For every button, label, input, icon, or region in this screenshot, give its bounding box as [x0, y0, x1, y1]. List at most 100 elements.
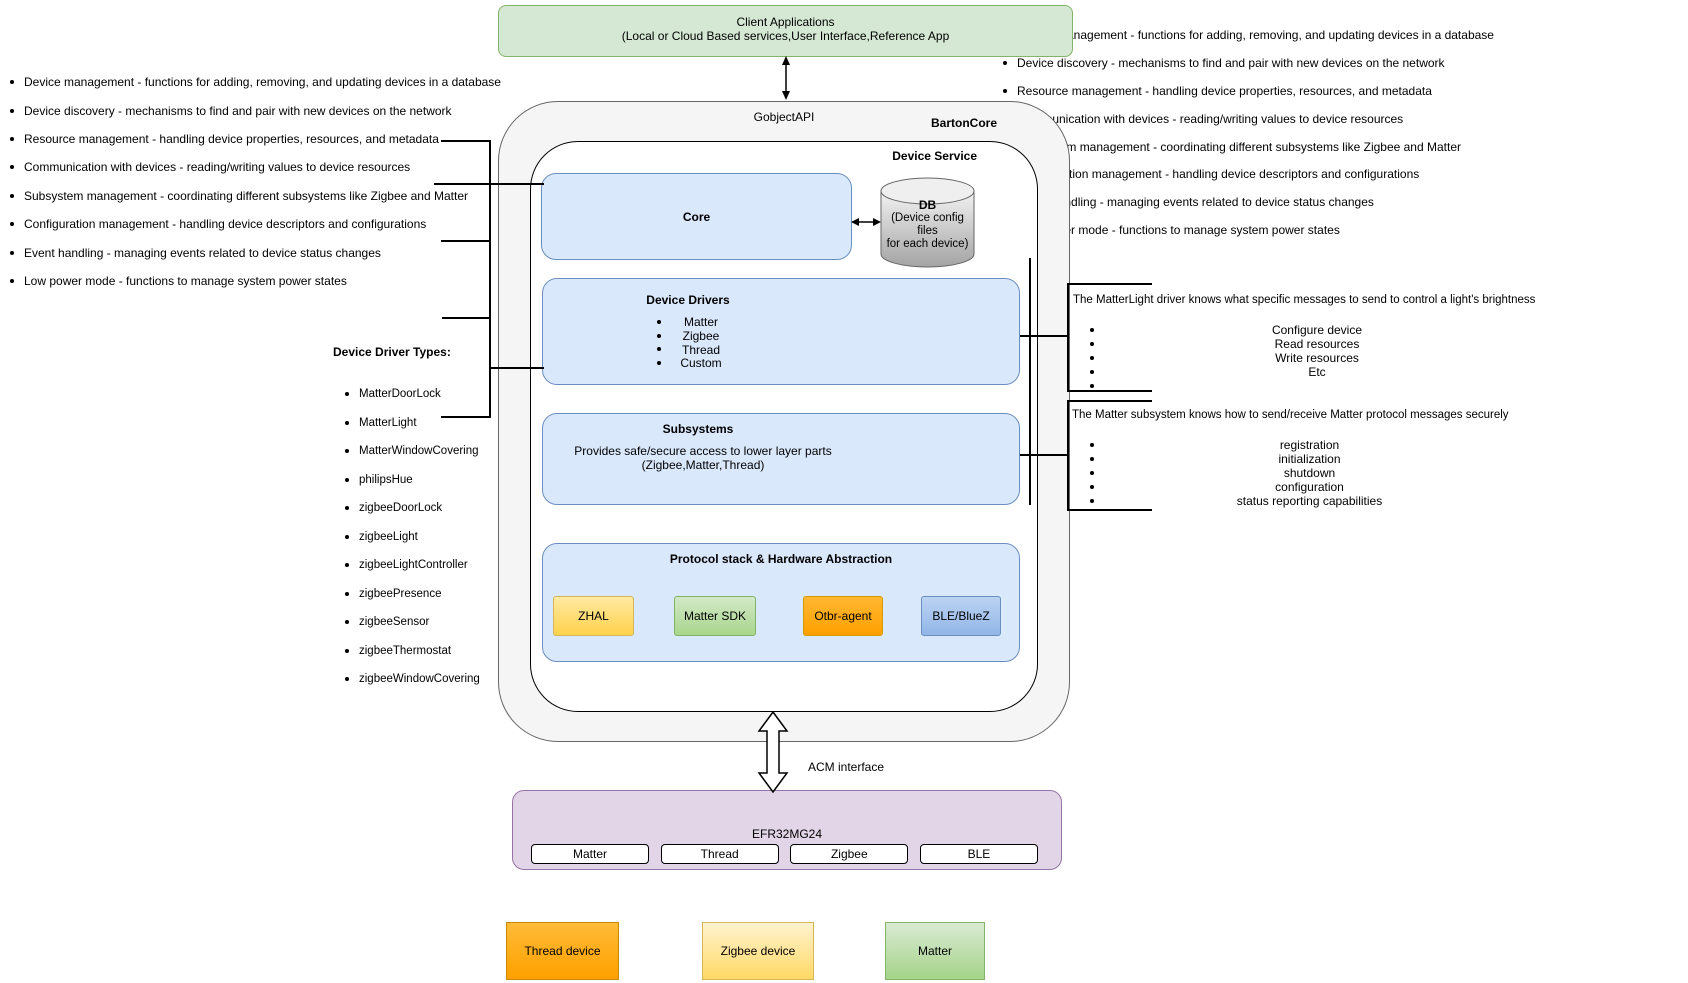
annotation-item: status reporting capabilities [1090, 494, 1525, 508]
subsystem-annotation-text: The Matter subsystem knows how to send/r… [1072, 409, 1509, 421]
driver-item: Matter [657, 315, 741, 329]
driver-type-item: MatterDoorLock [345, 380, 480, 409]
bullet-icon [345, 477, 349, 482]
bullet-icon [657, 333, 661, 338]
feature-text: Device discovery - mechanisms to find an… [24, 103, 452, 118]
connector-line [441, 140, 491, 142]
feature-item: Configuration management - handling devi… [1003, 160, 1494, 188]
feature-item: Communication with devices - reading/wri… [10, 153, 501, 181]
acm-interface-label: ACM interface [808, 760, 885, 774]
feature-item: Device management - functions for adding… [1003, 21, 1494, 49]
driver-type-text: MatterWindowCovering [359, 445, 479, 458]
connector-line [1067, 509, 1152, 511]
bullet-icon [1090, 471, 1094, 475]
annotation-text: registration [1279, 438, 1340, 452]
bullet-icon [1003, 60, 1007, 65]
driver-type-text: philipsHue [359, 473, 413, 486]
feature-item: Configuration management - handling devi… [10, 210, 501, 238]
driver-type-text: zigbeeLightController [359, 559, 468, 572]
feature-text: Configuration management - handling devi… [24, 217, 427, 232]
bullet-icon [345, 563, 349, 568]
feature-text: Subsystem management - coordinating diff… [1017, 139, 1461, 154]
bullet-icon [10, 193, 14, 198]
bullet-icon [657, 361, 661, 366]
feature-text: Subsystem management - coordinating diff… [24, 188, 468, 203]
feature-list-left: Device management - functions for adding… [10, 68, 501, 295]
bullet-icon [345, 534, 349, 539]
driver-type-item: zigbeeThermostat [345, 637, 480, 666]
bullet-icon [10, 108, 14, 113]
driver-types-title: Device Driver Types: [333, 345, 451, 359]
zigbee-device-box: Zigbee device [702, 922, 814, 980]
subsystem-annotation-list: registration initialization shutdown con… [1090, 438, 1525, 508]
db-line2: (Device config files [891, 212, 964, 237]
annotation-item: configuration [1090, 480, 1525, 494]
driver-type-text: zigbeePresence [359, 587, 442, 600]
core-box: Core [541, 173, 852, 260]
efr-radio-chip: Thread [660, 844, 779, 864]
bullet-icon [10, 222, 14, 227]
annotation-item: Read resources [1090, 337, 1540, 351]
driver-text: Matter [683, 314, 718, 329]
protocol-stack-box: Protocol stack & Hardware Abstraction ZH… [542, 543, 1020, 662]
driver-item: Zigbee [657, 329, 741, 343]
subsystems-line1: Provides safe/secure access to lower lay… [574, 444, 832, 458]
client-apps-title: Client Applications [736, 15, 835, 29]
feature-text: Low power mode - functions to manage sys… [1017, 223, 1340, 238]
efr-radio-chip: Zigbee [790, 844, 909, 864]
cylinder-icon [880, 177, 975, 268]
connector-line [489, 141, 491, 418]
feature-text: Communication with devices - reading/wri… [24, 160, 411, 175]
driver-text: Thread [681, 342, 721, 357]
bullet-icon [1090, 328, 1094, 332]
driver-type-item: zigbeeLight [345, 523, 480, 552]
connector-line [1020, 335, 1068, 337]
bullet-icon [1003, 88, 1007, 93]
feature-text: Resource management - handling device pr… [1017, 83, 1432, 98]
subsystems-title: Subsystems [662, 422, 734, 436]
driver-types-list: MatterDoorLock MatterLight MatterWindowC… [345, 380, 480, 694]
annotation-text: configuration [1275, 480, 1344, 494]
feature-text: Device management - functions for adding… [1017, 27, 1494, 42]
bullet-icon [10, 278, 14, 283]
zhal-module: ZHAL [553, 596, 634, 636]
feature-item: Device management - functions for adding… [10, 68, 501, 96]
connector-line [1029, 258, 1031, 505]
feature-list-right: Device management - functions for adding… [1003, 21, 1494, 244]
gobjectapi-label: GobjectAPI [753, 110, 815, 124]
driver-type-text: MatterLight [359, 416, 417, 429]
bullet-icon [1090, 370, 1094, 374]
annotation-text: initialization [1278, 452, 1341, 466]
subsystems-line2: (Zigbee,Matter,Thread) [641, 458, 765, 472]
feature-item: Event handling - managing events related… [10, 238, 501, 266]
connector-line [1067, 400, 1152, 402]
connector-line [1020, 454, 1068, 456]
driver-type-item: philipsHue [345, 466, 480, 495]
annotation-text: status reporting capabilities [1236, 494, 1383, 508]
thread-device-box: Thread device [506, 922, 619, 980]
device-drivers-title: Device Drivers [646, 293, 730, 307]
annotation-text: Configure device [1271, 323, 1363, 337]
driver-type-item: zigbeeWindowCovering [345, 665, 480, 694]
feature-text: Communication with devices - reading/wri… [1017, 111, 1404, 126]
annotation-text: Etc [1308, 365, 1326, 379]
bullet-icon [657, 319, 661, 324]
feature-item: Device discovery - mechanisms to find an… [1003, 49, 1494, 77]
empty-bullet-icon [1090, 384, 1094, 388]
driver-type-item: MatterLight [345, 409, 480, 438]
annotation-text: Read resources [1274, 337, 1360, 351]
bullet-icon [1090, 342, 1094, 346]
device-drivers-list: Matter Zigbee Thread Custom [657, 315, 741, 370]
feature-item: Resource management - handling device pr… [1003, 77, 1494, 105]
driver-annotation-text: The MatterLight driver knows what specif… [1073, 294, 1536, 306]
arrow-client-core [782, 56, 790, 100]
connector-line [441, 240, 491, 242]
annotation-item: Write resources [1090, 351, 1540, 365]
connector-line [1067, 400, 1069, 510]
device-drivers-box: Device Drivers Matter Zigbee Thread Cust… [542, 278, 1020, 385]
matter-sdk-module: Matter SDK [674, 596, 756, 636]
connector-line [434, 183, 544, 185]
driver-type-item: zigbeeDoorLock [345, 494, 480, 523]
connector-line [1067, 283, 1069, 391]
